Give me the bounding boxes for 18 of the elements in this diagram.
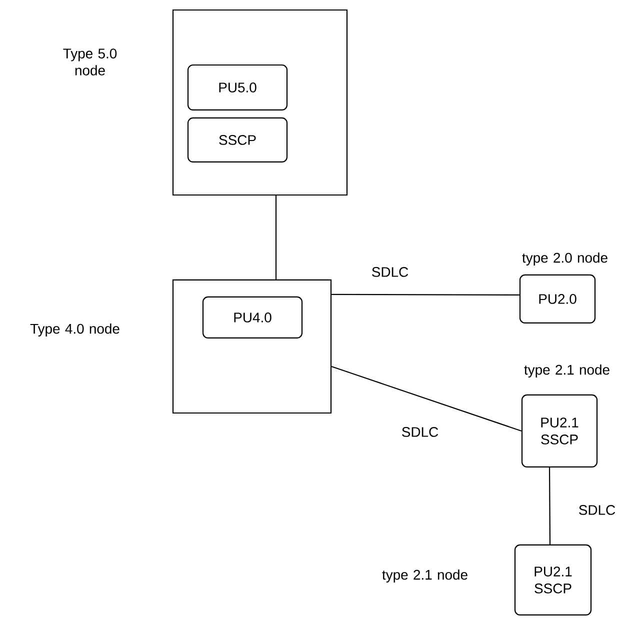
- node-heading: type 2.1 node: [524, 364, 610, 378]
- node-box: PU4.0: [202, 296, 303, 339]
- edge-label: SDLC: [370, 266, 410, 278]
- node-heading: Type 4.0 node: [30, 323, 120, 336]
- node-box: PU5.0: [187, 64, 288, 111]
- node-heading: type 2.0 node: [522, 252, 608, 266]
- node-box: PU2.0: [519, 274, 596, 324]
- connector-line: [332, 294, 520, 296]
- node-heading: type 2.1 node: [382, 569, 468, 582]
- connector-line: [548, 468, 551, 544]
- connector-line: [275, 196, 277, 280]
- connector-line: [331, 366, 522, 432]
- edge-label: SDLC: [577, 504, 617, 516]
- node-box: SSCP: [187, 117, 288, 163]
- node-box: PU2.1 SSCP: [521, 394, 598, 468]
- edge-label: SDLC: [400, 426, 440, 438]
- node-heading: Type 5.0 node: [63, 48, 117, 76]
- node-box: PU2.1 SSCP: [514, 544, 592, 616]
